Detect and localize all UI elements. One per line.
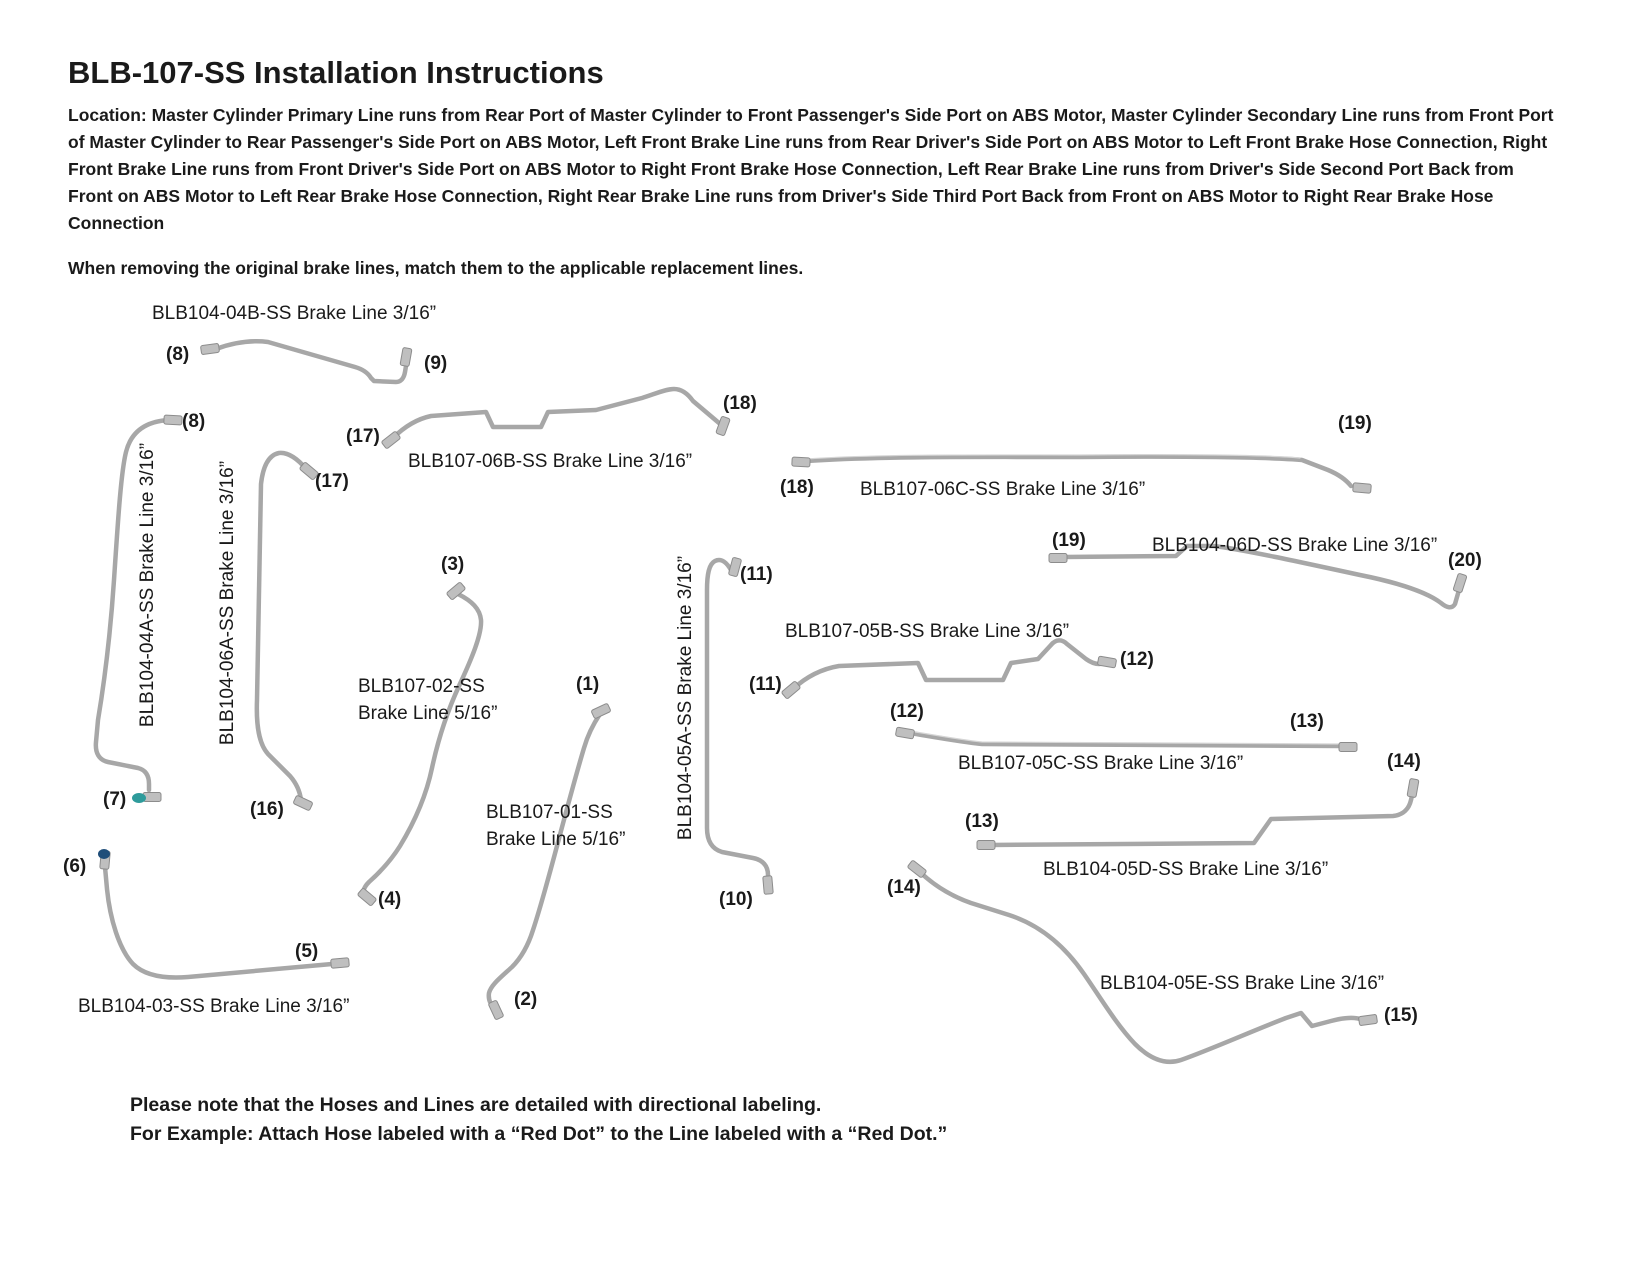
fitting-5 — [330, 957, 350, 969]
teal-dot-marker — [132, 793, 146, 803]
fitting-1 — [591, 703, 611, 719]
label-blb104-05d: BLB104-05D-SS Brake Line 3/16” — [1043, 859, 1329, 880]
label-blb107-06b: BLB107-06B-SS Brake Line 3/16” — [408, 451, 693, 472]
fitting-8-04a — [163, 414, 183, 426]
fitting-11-05b — [781, 681, 801, 699]
brake-line-blb104-04b-path — [213, 339, 410, 385]
fitting-9 — [399, 347, 413, 367]
brake-line-blb107-06b-path — [390, 386, 722, 441]
fitting-19-06d — [1048, 553, 1068, 563]
label-blb107-06c: BLB107-06C-SS Brake Line 3/16” — [860, 479, 1146, 500]
fitting-13-05c — [1338, 742, 1358, 752]
match-note: When removing the original brake lines, … — [68, 258, 804, 278]
brake-line-blb104-06d-path — [1061, 543, 1462, 610]
fitting-18-06c — [791, 456, 811, 468]
callout-19-06d: (19) — [1052, 530, 1086, 551]
callout-7: (7) — [103, 789, 127, 810]
brake-line-blb107-01-path — [486, 711, 603, 1011]
callout-11-05a: (11) — [740, 564, 773, 585]
fitting-11-05a — [728, 557, 742, 577]
callout-16: (16) — [250, 799, 284, 820]
brake-line-blb104-05a-path — [704, 557, 771, 885]
label-blb107-05c: BLB107-05C-SS Brake Line 3/16” — [958, 753, 1244, 774]
callout-6: (6) — [63, 856, 87, 877]
brake-line-blb104-03-path — [102, 864, 335, 980]
label-blb104-06d: BLB104-06D-SS Brake Line 3/16” — [1152, 535, 1438, 556]
fitting-17-06b — [381, 431, 401, 449]
callout-2: (2) — [514, 989, 538, 1010]
brake-line-blb104-06a-path — [254, 450, 310, 803]
page-title: BLB-107-SS Installation Instructions — [68, 55, 604, 90]
fitting-12-05b — [1097, 655, 1117, 669]
label-blb104-05e: BLB104-05E-SS Brake Line 3/16” — [1100, 973, 1385, 994]
callout-19-06c: (19) — [1338, 413, 1372, 434]
navy-dot-marker — [98, 849, 110, 859]
callout-14-05d: (14) — [1387, 751, 1421, 772]
callout-8-04b-left: (8) — [166, 344, 190, 365]
label-blb104-04b: BLB104-04B-SS Brake Line 3/16” — [152, 303, 437, 324]
callout-3: (3) — [441, 554, 465, 575]
fitting-19-06c — [1352, 482, 1372, 494]
label-blb107-01-size: Brake Line 5/16” — [486, 829, 626, 850]
label-blb107-02-name: BLB107-02-SS — [358, 676, 485, 697]
label-blb107-02-size: Brake Line 5/16” — [358, 703, 498, 724]
label-blb104-03: BLB104-03-SS Brake Line 3/16” — [78, 996, 350, 1017]
brake-line-blb107-05b-path — [790, 638, 1107, 692]
fitting-12-05c — [895, 726, 915, 740]
callout-15: (15) — [1384, 1005, 1418, 1026]
fitting-20 — [1452, 573, 1468, 593]
label-blb104-05a: BLB104-05A-SS Brake Line 3/16” — [675, 555, 696, 841]
fitting-14-05e — [907, 860, 927, 878]
fitting-13-05d — [976, 840, 996, 850]
fitting-14-05d — [1406, 778, 1420, 798]
brake-line-blb107-02-path — [361, 591, 484, 899]
callout-17-06a: (17) — [315, 471, 349, 492]
brake-line-blb107-05c-path — [907, 730, 1343, 749]
brake-line-blb107-06c-path — [803, 454, 1354, 489]
callout-14-05e: (14) — [887, 877, 921, 898]
callout-9: (9) — [424, 353, 448, 374]
fitting-16 — [293, 795, 313, 811]
brake-line-blb104-04a-path — [93, 417, 173, 793]
fitting-17-06a — [299, 462, 319, 480]
fitting-4 — [357, 888, 377, 906]
fitting-15 — [1358, 1014, 1378, 1026]
callout-12-05c: (12) — [890, 701, 924, 722]
callout-12-05b: (12) — [1120, 649, 1154, 670]
callout-18-06c: (18) — [780, 477, 814, 498]
fitting-2 — [488, 1000, 504, 1020]
tube-highlight — [805, 454, 1301, 460]
callout-4: (4) — [378, 889, 402, 910]
callout-20: (20) — [1448, 550, 1482, 571]
fitting-8-04b — [200, 343, 220, 355]
label-blb107-05b: BLB107-05B-SS Brake Line 3/16” — [785, 621, 1070, 642]
callout-17-06b: (17) — [346, 426, 380, 447]
fitting-10 — [762, 875, 774, 895]
fitting-3 — [446, 582, 466, 600]
fitting-18-06b — [715, 416, 731, 436]
callout-5: (5) — [295, 941, 319, 962]
callout-1: (1) — [576, 674, 600, 695]
label-blb104-04a: BLB104-04A-SS Brake Line 3/16” — [137, 442, 158, 728]
footer-note-line1: Please note that the Hoses and Lines are… — [130, 1094, 822, 1116]
footer-note-line2: For Example: Attach Hose labeled with a … — [130, 1123, 948, 1145]
brake-line-blb104-05d-path — [987, 788, 1416, 848]
label-blb107-01-name: BLB107-01-SS — [486, 802, 613, 823]
callout-13-05c: (13) — [1290, 711, 1324, 732]
tube-highlight — [909, 730, 1339, 745]
callout-11-05b: (11) — [749, 674, 782, 695]
label-blb104-06a: BLB104-06A-SS Brake Line 3/16” — [217, 460, 238, 746]
callout-10: (10) — [719, 889, 753, 910]
callout-13-05d: (13) — [965, 811, 999, 832]
location-paragraph: Location: Master Cylinder Primary Line r… — [68, 105, 1554, 233]
callout-8-04a-top: (8) — [182, 411, 206, 432]
callout-18-06b: (18) — [723, 393, 757, 414]
brake-line-blb104-05e-path — [918, 870, 1366, 1065]
